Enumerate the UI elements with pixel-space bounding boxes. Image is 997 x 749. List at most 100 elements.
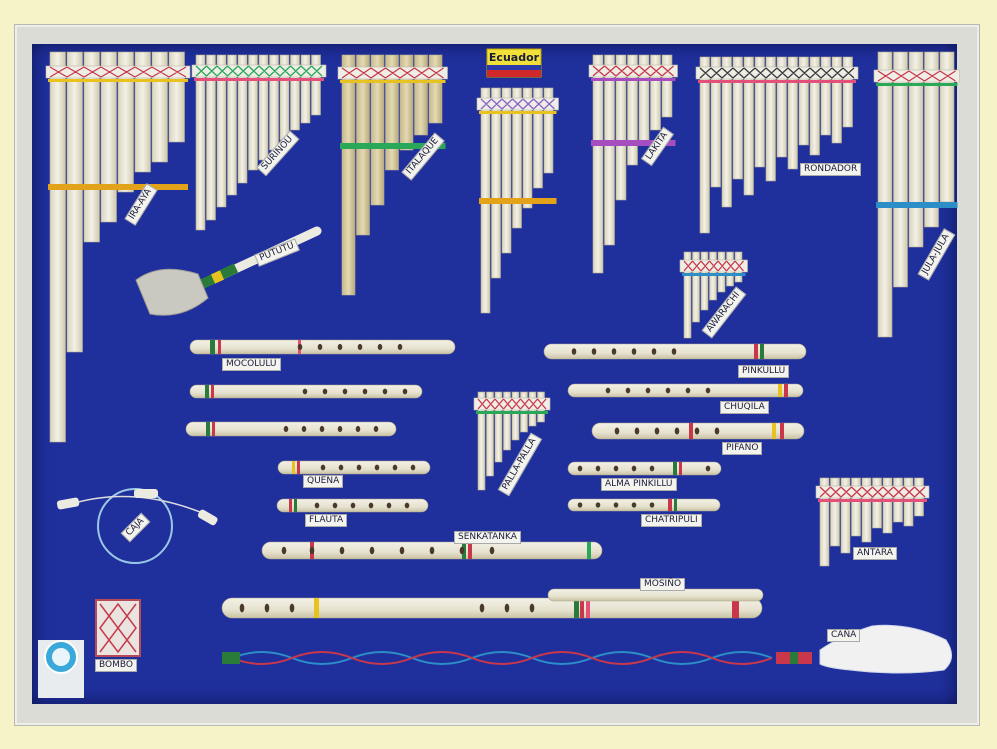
awarachi-pipes-stripe xyxy=(682,273,746,276)
tarka-flute-hole xyxy=(402,388,408,395)
senkhai-flute-body xyxy=(185,421,397,437)
panpipe-1-stitch xyxy=(49,66,187,78)
panpipe-3-tube xyxy=(370,54,385,206)
pifano-flute-hole xyxy=(614,427,620,435)
chatripuli-flute-hole xyxy=(649,502,655,508)
antara-pipes-stitch xyxy=(819,486,926,498)
antara-pipes-tube xyxy=(872,477,882,529)
panpipe-4-stitch xyxy=(480,98,555,110)
mosino-flute-hole xyxy=(529,603,535,613)
panpipe-4-lower-binding xyxy=(479,198,557,204)
senkhai-flute-hole xyxy=(355,425,361,433)
label-mosino: MOSIÑO xyxy=(640,578,686,591)
panpipe-7-tube xyxy=(908,51,924,248)
palla-palla-pipes-tube xyxy=(503,391,511,451)
alma-pinkillu-flute-hole xyxy=(595,465,601,472)
panpipe-6-binding xyxy=(695,66,859,80)
mocolulu-flute-hole xyxy=(317,343,323,351)
palla-palla-pipes-tube xyxy=(486,391,494,477)
panpipe-4-tube xyxy=(512,87,522,229)
senkhai-flute-hole xyxy=(319,425,325,433)
chatripuli-flute-hole xyxy=(595,502,601,508)
bombo-drum xyxy=(95,599,141,657)
chatripuli-flute-band xyxy=(668,499,672,511)
label-bombo: BOMBO xyxy=(95,659,137,672)
mosino-flute-hole xyxy=(504,603,510,613)
panpipes-group xyxy=(45,51,960,567)
antara-pipes-binding xyxy=(815,485,930,499)
panpipe-5-tube xyxy=(627,54,638,166)
label-chatripuli: CHATRIPULI xyxy=(641,514,702,527)
pifano-flute-hole xyxy=(674,427,680,435)
tarka-flute-hole xyxy=(362,388,368,395)
panpipe-5-tube xyxy=(592,54,604,274)
mosino-flute-band xyxy=(732,598,739,618)
panpipe-2-tube xyxy=(195,54,206,231)
awarachi-pipes xyxy=(679,251,748,339)
antara-pipes-stripe xyxy=(818,499,927,502)
pinkullu-flute xyxy=(543,343,807,360)
panpipe-6-tube xyxy=(732,56,743,180)
panpipe-4-tube xyxy=(533,87,543,189)
palla-palla-pipes-tube xyxy=(477,391,486,491)
alma-pinkillu-flute-band xyxy=(673,462,677,475)
chuqila-flute-hole xyxy=(665,387,671,394)
mocolulu-flute xyxy=(189,339,456,355)
antara-pipes-tube xyxy=(819,477,830,567)
senkhai-flute-band xyxy=(212,422,215,436)
panpipe-1-stripe xyxy=(48,79,188,82)
panpipe-6-tube xyxy=(754,56,765,168)
label-flauta: FLAUTA xyxy=(305,514,348,527)
panpipe-2-tube xyxy=(311,54,321,116)
pifano-flute-band xyxy=(780,423,784,439)
panpipe-1-tube xyxy=(100,51,117,223)
label-senkatanka: SENKATANKA xyxy=(454,531,521,544)
flauta-flute-hole xyxy=(386,502,392,509)
palla-palla-pipes-tube xyxy=(511,391,520,441)
flauta-flute-hole xyxy=(404,502,410,509)
panpipe-2-tube xyxy=(290,54,300,131)
panpipe-4-tube xyxy=(491,87,501,279)
alma-pinkillu-flute xyxy=(567,461,722,476)
quena-flute-band xyxy=(292,461,295,474)
panpipe-7-tube xyxy=(924,51,939,228)
pinkullu-flute-hole xyxy=(611,348,617,355)
panpipe-1 xyxy=(45,51,191,443)
panpipe-3-stitch xyxy=(341,67,444,79)
label-alma-pinkillu: ALMA PINKILLU xyxy=(601,478,677,491)
pinkullu-flute-hole xyxy=(591,348,597,355)
panpipe-1-tube xyxy=(168,51,185,143)
flauta-flute-hole xyxy=(314,502,320,509)
chatripuli-flute-band xyxy=(674,499,677,511)
alma-pinkillu-flute-band xyxy=(679,462,682,475)
mosino-flute-hole xyxy=(479,603,485,613)
pinkullu-flute-hole xyxy=(651,348,657,355)
mosino-flute-hole xyxy=(289,603,295,613)
panpipe-6-tube xyxy=(721,56,732,208)
panpipe-6-tube xyxy=(798,56,809,146)
senkatanka-flute-hole xyxy=(459,546,465,555)
palla-palla-pipes xyxy=(473,391,551,491)
antara-pipes-tube xyxy=(861,477,872,543)
senkatanka-flute-hole xyxy=(429,546,435,555)
flauta-flute-hole xyxy=(350,502,356,509)
flag-title: Ecuador xyxy=(489,51,540,64)
panpipe-7-tube xyxy=(893,51,908,288)
flauta-flute-hole xyxy=(332,502,338,509)
pinkullu-flute-band xyxy=(760,344,764,359)
mocolulu-flute-hole xyxy=(337,343,343,351)
label-cana: CAÑA xyxy=(827,629,861,642)
pifano-flute-hole xyxy=(694,427,700,435)
tarka-flute-hole xyxy=(342,388,348,395)
antara-pipes xyxy=(815,477,930,567)
pifano-flute-band xyxy=(772,423,776,439)
quena-flute-hole xyxy=(374,464,380,471)
mosino-flute-body xyxy=(221,597,763,619)
panpipe-6-tube xyxy=(765,56,776,182)
mocolulu-flute-band xyxy=(210,340,215,354)
panpipe-7-stripe xyxy=(876,83,958,86)
panpipe-2 xyxy=(191,54,327,231)
palla-palla-pipes-stitch xyxy=(477,398,547,410)
senkatanka-flute-hole xyxy=(281,546,287,555)
mocolulu-flute-hole xyxy=(297,343,303,351)
